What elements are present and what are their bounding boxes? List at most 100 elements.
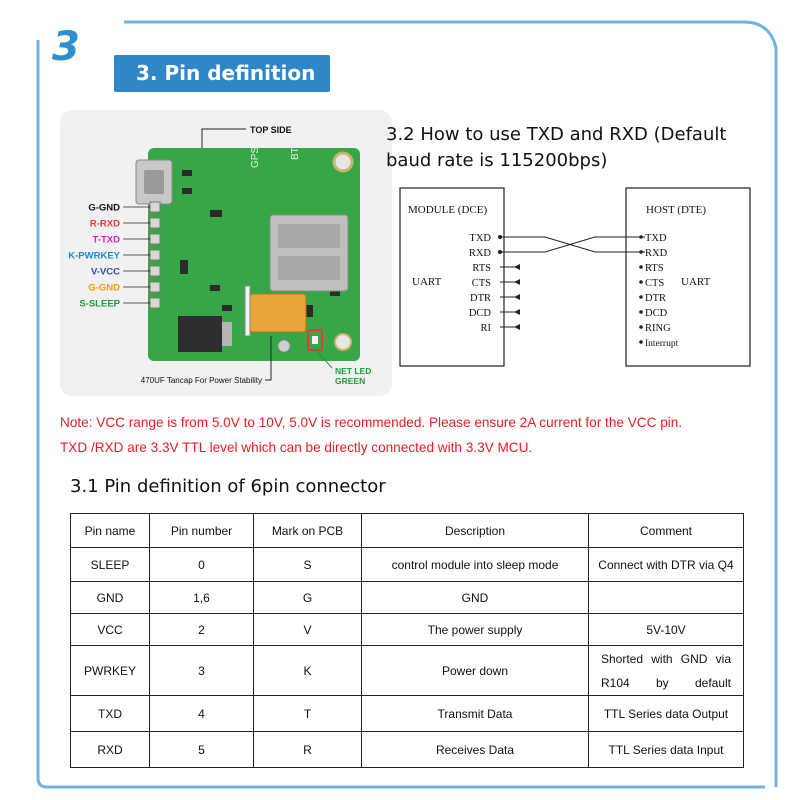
signal-arrow — [514, 294, 520, 300]
module-title: MODULE (DCE) — [408, 204, 487, 216]
led-callout-1: NET LED — [335, 366, 371, 376]
host-signal: RTS — [645, 263, 664, 274]
host-box — [625, 187, 751, 367]
header-comment: Comment — [588, 513, 744, 548]
host-uart: UART — [681, 276, 711, 288]
wire-node — [498, 250, 502, 254]
host-title: HOST (DTE) — [646, 204, 706, 216]
host-signal: RXD — [645, 248, 668, 259]
pin-table-title: 3.1 Pin definition of 6pin connector — [70, 476, 386, 497]
cell-pin-name: VCC — [70, 613, 150, 646]
board-illustration: TOP SIDE GPS BT G-GND R-RXD T-TXD K-PWRKEY V… — [60, 110, 392, 396]
table-row: PWRKEY 3 K Power down Shorted with GND v… — [70, 645, 744, 696]
cell-description: The power supply — [361, 613, 589, 646]
cell-pin-name: RXD — [70, 731, 150, 768]
signal-arrow — [514, 309, 520, 315]
header-pin-number: Pin number — [149, 513, 254, 548]
module-signal: DCD — [469, 308, 492, 319]
table-row: SLEEP 0 S control module into sleep mode… — [70, 547, 744, 582]
cap-callout: 470UF Tancap For Power Stability — [141, 376, 262, 385]
cell-comment — [588, 581, 744, 614]
cell-pin-name: SLEEP — [70, 547, 150, 582]
pin-label: R-RXD — [90, 219, 120, 230]
signal-arrows — [498, 235, 643, 344]
host-signal: RING — [645, 323, 671, 334]
module-signal: RI — [481, 323, 492, 334]
wire-node — [498, 235, 502, 239]
cell-description: Power down — [361, 645, 589, 696]
cell-comment: Shorted with GND via R104 by default — [588, 645, 744, 696]
cell-description: GND — [361, 581, 589, 614]
module-signal: RXD — [469, 248, 492, 259]
section-title: 3. Pin definition — [136, 61, 316, 85]
cell-description: control module into sleep mode — [361, 547, 589, 582]
cell-mark: T — [253, 695, 362, 732]
pin-label: V-VCC — [91, 267, 120, 278]
cell-mark: R — [253, 731, 362, 768]
table-row: TXD 4 T Transmit Data TTL Series data Ou… — [70, 695, 744, 732]
tantalum-cap — [249, 293, 307, 333]
module-signal: RTS — [472, 263, 491, 274]
uart-diagram: MODULE (DCE) HOST (DTE) UART UART TXD RXD… — [399, 187, 751, 367]
cell-pin-number: 1,6 — [149, 581, 254, 614]
host-node — [639, 235, 643, 239]
cell-mark: K — [253, 645, 362, 696]
header-mark: Mark on PCB — [253, 513, 362, 548]
note-ttl: TXD /RXD are 3.3V TTL level which can be… — [60, 440, 533, 455]
table-row: GND 1,6 G GND — [70, 581, 744, 614]
uart-title-line-1: 3.2 How to use TXD and RXD (Default — [386, 124, 727, 145]
cell-pin-number: 0 — [149, 547, 254, 582]
module-signal: DTR — [470, 293, 491, 304]
section-number: 3 — [52, 24, 80, 70]
mount-hole — [334, 333, 352, 351]
antenna-connector — [277, 339, 291, 353]
header-pins — [149, 201, 161, 309]
cell-comment: Connect with DTR via Q4 — [588, 547, 744, 582]
table-row: VCC 2 V The power supply 5V-10V — [70, 613, 744, 646]
cell-comment: TTL Series data Input — [588, 731, 744, 768]
cell-mark: G — [253, 581, 362, 614]
cell-pin-number: 2 — [149, 613, 254, 646]
cell-pin-number: 5 — [149, 731, 254, 768]
cell-description: Receives Data — [361, 731, 589, 768]
module-signal: TXD — [469, 233, 491, 244]
module-signal: CTS — [472, 278, 491, 289]
net-led — [307, 329, 323, 351]
signal-arrow — [514, 324, 520, 330]
section-banner: 3. Pin definition — [114, 55, 330, 92]
cell-pin-number: 3 — [149, 645, 254, 696]
uart-title: 3.2 How to use TXD and RXD (Default baud… — [386, 122, 776, 174]
cell-pin-number: 4 — [149, 695, 254, 732]
module-box — [399, 187, 505, 367]
cell-pin-name: PWRKEY — [70, 645, 150, 696]
header-pin-name: Pin name — [70, 513, 150, 548]
top-side-label: TOP SIDE — [250, 125, 292, 135]
host-signal: DCD — [645, 308, 668, 319]
led-callout-2: GREEN — [335, 376, 365, 386]
host-signal: Interrupt — [645, 339, 679, 349]
host-signal: TXD — [645, 233, 667, 244]
pin-label: K-PWRKEY — [68, 251, 120, 262]
host-node — [639, 310, 643, 314]
pin-table: Pin name Pin number Mark on PCB Descript… — [70, 513, 744, 768]
host-node — [639, 295, 643, 299]
pin-label: G-GND — [88, 283, 120, 294]
host-signal: CTS — [645, 278, 664, 289]
host-node — [639, 265, 643, 269]
signal-arrow — [514, 279, 520, 285]
host-node — [639, 250, 643, 254]
cell-pin-name: GND — [70, 581, 150, 614]
pin-label: T-TXD — [93, 235, 121, 246]
silk-bt: BT — [290, 147, 301, 160]
cell-comment: 5V-10V — [588, 613, 744, 646]
pin-label: S-SLEEP — [79, 299, 120, 310]
host-node — [639, 280, 643, 284]
module-uart: UART — [412, 276, 442, 288]
uart-title-line-2: baud rate is 115200bps) — [386, 150, 608, 171]
silk-gps: GPS — [250, 147, 261, 168]
host-node — [639, 325, 643, 329]
header-description: Description — [361, 513, 589, 548]
table-header-row: Pin name Pin number Mark on PCB Descript… — [70, 513, 744, 548]
